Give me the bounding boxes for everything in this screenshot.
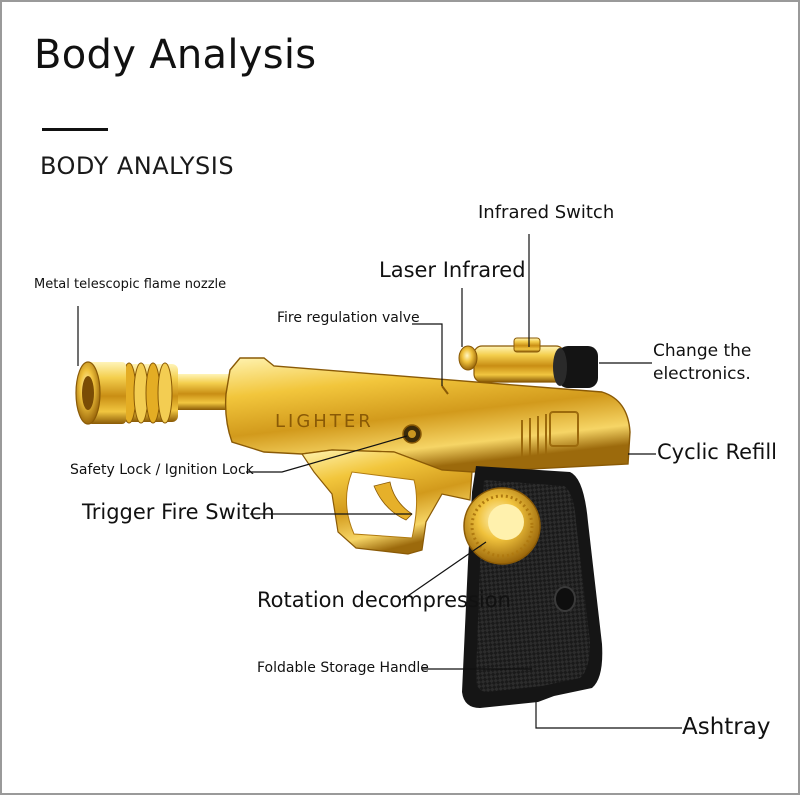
title-divider	[42, 128, 108, 131]
gun-body: LIGHTER	[224, 357, 631, 555]
label-infrared-switch: Infrared Switch	[478, 202, 615, 223]
label-flame-nozzle: Metal telescopic flame nozzle	[34, 277, 227, 292]
leader-lines	[77, 234, 682, 729]
laser-module	[458, 337, 598, 388]
leader-ashtray	[535, 702, 682, 729]
label-fire-regulation-valve: Fire regulation valve	[277, 310, 420, 326]
label-safety-lock: Safety Lock / Ignition Lock	[70, 462, 254, 478]
label-foldable-storage-handle: Foldable Storage Handle	[257, 660, 429, 676]
leader-safety-lock	[246, 435, 408, 473]
page-title: Body Analysis	[34, 32, 317, 78]
barrel	[75, 361, 238, 425]
label-cyclic-refill: Cyclic Refill	[657, 440, 777, 464]
leader-rotation-decompression	[401, 541, 487, 601]
slide-grooves	[521, 414, 547, 458]
label-change-electronics: Change the electronics.	[653, 341, 752, 384]
rotation-wheel	[463, 487, 541, 565]
label-rotation-decompression: Rotation decompression	[257, 588, 511, 612]
label-ashtray: Ashtray	[682, 714, 771, 740]
label-trigger-fire-switch: Trigger Fire Switch	[82, 500, 275, 524]
label-laser-infrared: Laser Infrared	[379, 258, 526, 282]
page-subtitle: BODY ANALYSIS	[40, 152, 235, 180]
leader-fire-regulation-valve	[412, 323, 443, 386]
lighter-engraving: LIGHTER	[275, 411, 374, 432]
